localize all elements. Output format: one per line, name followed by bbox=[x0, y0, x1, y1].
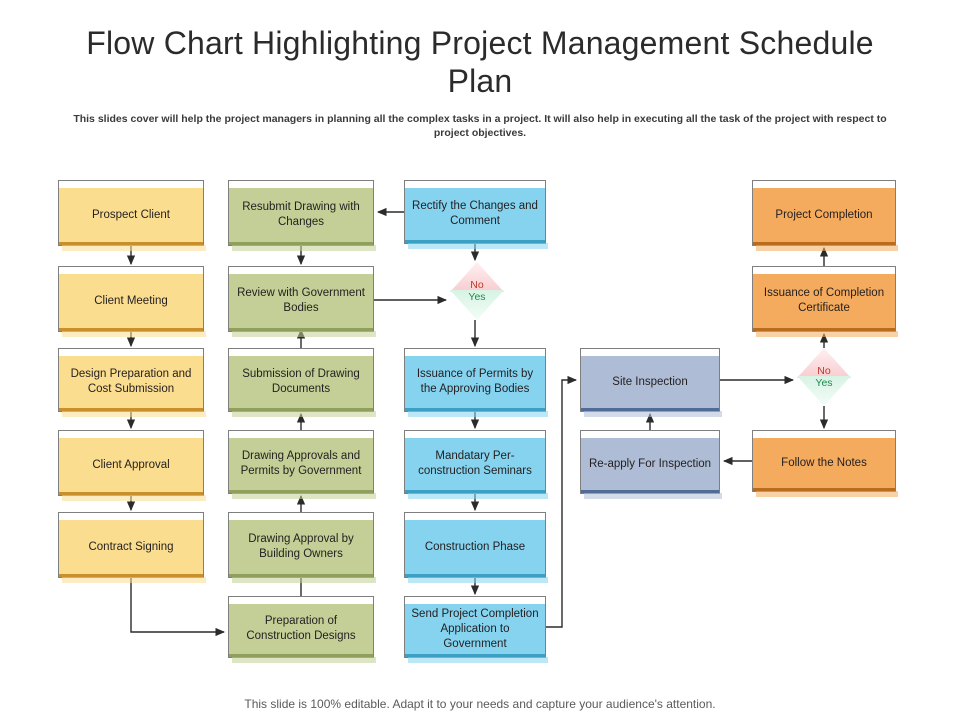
page-title: Flow Chart Highlighting Project Manageme… bbox=[86, 25, 874, 99]
node-send_project_app[interactable]: Send Project Completion Application to G… bbox=[404, 596, 548, 663]
node-construction_phase[interactable]: Construction Phase bbox=[404, 512, 548, 583]
node-reapply_inspection[interactable]: Re-apply For Inspection bbox=[580, 430, 722, 499]
node-submission_drawing[interactable]: Submission of Drawing Documents bbox=[228, 348, 376, 417]
node-label: Follow the Notes bbox=[753, 438, 895, 488]
node-shadow bbox=[62, 411, 206, 417]
node-label: Resubmit Drawing with Changes bbox=[229, 188, 373, 242]
decision-no-label: No bbox=[797, 348, 851, 378]
node-drawing_approvals[interactable]: Drawing Approvals and Permits by Governm… bbox=[228, 430, 376, 499]
node-shadow bbox=[408, 577, 548, 583]
node-accent-bar bbox=[229, 242, 373, 245]
decision-yes-label: Yes bbox=[797, 376, 851, 406]
edge-sendapp-to-siteinspection bbox=[546, 375, 578, 628]
node-site_inspection[interactable]: Site Inspection bbox=[580, 348, 722, 417]
slide-footer-note: This slide is 100% editable. Adapt it to… bbox=[244, 697, 716, 711]
node-accent-bar bbox=[229, 490, 373, 493]
node-shadow bbox=[62, 495, 206, 501]
node-preparation_designs[interactable]: Preparation of Construction Designs bbox=[228, 596, 376, 663]
node-accent-bar bbox=[753, 328, 895, 331]
node-label: Mandatary Per-construction Seminars bbox=[405, 438, 545, 490]
node-client_approval[interactable]: Client Approval bbox=[58, 430, 206, 501]
node-accent-bar bbox=[405, 240, 545, 243]
node-label: Drawing Approval by Building Owners bbox=[229, 520, 373, 574]
node-shadow bbox=[232, 493, 376, 499]
node-accent-bar bbox=[405, 574, 545, 577]
node-accent-bar bbox=[753, 242, 895, 245]
node-rectify_changes[interactable]: Rectify the Changes and Comment bbox=[404, 180, 548, 249]
node-mandatory_seminars[interactable]: Mandatary Per-construction Seminars bbox=[404, 430, 548, 499]
node-resubmit_drawing[interactable]: Resubmit Drawing with Changes bbox=[228, 180, 376, 251]
node-label: Contract Signing bbox=[59, 520, 203, 574]
node-label: Issuance of Permits by the Approving Bod… bbox=[405, 356, 545, 408]
node-label: Construction Phase bbox=[405, 520, 545, 574]
node-shadow bbox=[232, 331, 376, 337]
node-label: Client Approval bbox=[59, 438, 203, 492]
node-accent-bar bbox=[59, 492, 203, 495]
node-label: Client Meeting bbox=[59, 274, 203, 328]
node-drawing_approval_own[interactable]: Drawing Approval by Building Owners bbox=[228, 512, 376, 583]
node-label: Site Inspection bbox=[581, 356, 719, 408]
decision-yes-label: Yes bbox=[450, 290, 504, 320]
node-shadow bbox=[756, 245, 898, 251]
node-accent-bar bbox=[59, 242, 203, 245]
node-shadow bbox=[62, 245, 206, 251]
node-label: Design Preparation and Cost Submission bbox=[59, 356, 203, 408]
node-label: Review with Government Bodies bbox=[229, 274, 373, 328]
node-accent-bar bbox=[229, 328, 373, 331]
node-label: Rectify the Changes and Comment bbox=[405, 188, 545, 240]
node-accent-bar bbox=[59, 328, 203, 331]
node-label: Issuance of Completion Certificate bbox=[753, 274, 895, 328]
node-shadow bbox=[584, 493, 722, 499]
node-project_completion[interactable]: Project Completion bbox=[752, 180, 898, 251]
node-label: Drawing Approvals and Permits by Governm… bbox=[229, 438, 373, 490]
node-accent-bar bbox=[405, 654, 545, 657]
node-shadow bbox=[62, 331, 206, 337]
node-accent-bar bbox=[59, 574, 203, 577]
node-shadow bbox=[408, 657, 548, 663]
node-contract_signing[interactable]: Contract Signing bbox=[58, 512, 206, 583]
node-accent-bar bbox=[581, 408, 719, 411]
node-label: Submission of Drawing Documents bbox=[229, 356, 373, 408]
node-shadow bbox=[232, 577, 376, 583]
node-accent-bar bbox=[229, 574, 373, 577]
node-shadow bbox=[584, 411, 722, 417]
node-issuance_certificate[interactable]: Issuance of Completion Certificate bbox=[752, 266, 898, 337]
page-subtitle: This slides cover will help the project … bbox=[73, 113, 887, 139]
node-shadow bbox=[408, 411, 548, 417]
node-label: Re-apply For Inspection bbox=[581, 438, 719, 490]
node-accent-bar bbox=[229, 654, 373, 657]
node-shadow bbox=[756, 331, 898, 337]
node-shadow bbox=[232, 657, 376, 663]
node-label: Project Completion bbox=[753, 188, 895, 242]
node-accent-bar bbox=[405, 490, 545, 493]
node-label: Send Project Completion Application to G… bbox=[405, 604, 545, 654]
node-shadow bbox=[232, 245, 376, 251]
node-design_preparation[interactable]: Design Preparation and Cost Submission bbox=[58, 348, 206, 417]
node-accent-bar bbox=[229, 408, 373, 411]
node-follow_notes[interactable]: Follow the Notes bbox=[752, 430, 898, 497]
node-accent-bar bbox=[581, 490, 719, 493]
node-shadow bbox=[62, 577, 206, 583]
node-accent-bar bbox=[753, 488, 895, 491]
node-shadow bbox=[756, 491, 898, 497]
node-issuance_permits[interactable]: Issuance of Permits by the Approving Bod… bbox=[404, 348, 548, 417]
node-accent-bar bbox=[405, 408, 545, 411]
decision-no-label: No bbox=[450, 262, 504, 292]
node-client_meeting[interactable]: Client Meeting bbox=[58, 266, 206, 337]
node-review_government[interactable]: Review with Government Bodies bbox=[228, 266, 376, 337]
node-label: Preparation of Construction Designs bbox=[229, 604, 373, 654]
edge-contract-to-preparation bbox=[130, 578, 226, 637]
node-shadow bbox=[232, 411, 376, 417]
node-label: Prospect Client bbox=[59, 188, 203, 242]
node-prospect_client[interactable]: Prospect Client bbox=[58, 180, 206, 251]
node-shadow bbox=[408, 493, 548, 499]
node-accent-bar bbox=[59, 408, 203, 411]
node-shadow bbox=[408, 243, 548, 249]
